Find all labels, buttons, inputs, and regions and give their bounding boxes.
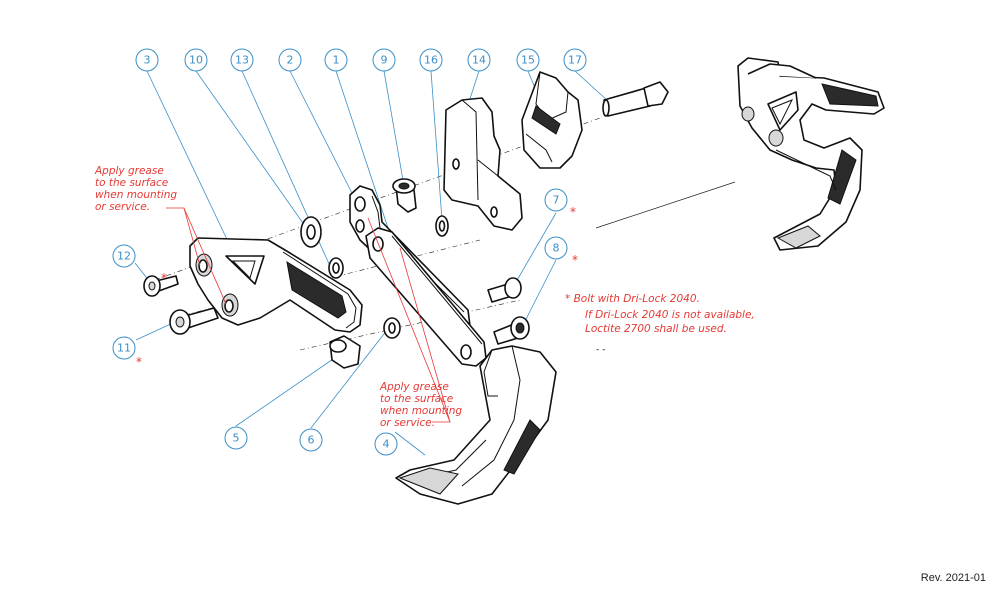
svg-text:17: 17: [568, 54, 582, 67]
svg-text:*: *: [570, 205, 576, 219]
balloon-7: 7: [544, 188, 568, 212]
svg-text:or service.: or service.: [95, 201, 150, 213]
balloon-1: 1: [324, 48, 348, 72]
svg-text:16: 16: [424, 54, 438, 67]
part-6-washer: [383, 317, 401, 339]
svg-text:Apply grease: Apply grease: [94, 165, 164, 177]
bolt-note: * Bolt with Dri-Lock 2040. If Dri-Lock 2…: [565, 293, 755, 335]
balloon-9: 9: [372, 48, 396, 72]
svg-text:7: 7: [553, 194, 560, 207]
grease-note-leaders: [166, 207, 451, 423]
balloon-10: 10: [184, 48, 208, 72]
balloon-6: 6: [299, 428, 323, 452]
part-5-sleeve: [329, 335, 361, 369]
balloon-8: 8: [544, 236, 568, 260]
balloon-12: 12: [112, 244, 136, 268]
svg-text:5: 5: [233, 432, 240, 445]
svg-text:*: *: [161, 271, 167, 285]
assembled-view: [737, 57, 885, 251]
svg-text:9: 9: [381, 54, 388, 67]
part-12-screw: [143, 275, 179, 297]
balloon-3: 3: [135, 48, 159, 72]
part-16-washer: [435, 215, 449, 237]
part-7-pin: [487, 277, 522, 303]
svg-text:when mounting: when mounting: [380, 405, 462, 417]
part-13-washer: [328, 257, 344, 279]
balloon-2: 2: [278, 48, 302, 72]
svg-text:when mounting: when mounting: [95, 189, 177, 201]
part-9-bushing: [392, 178, 417, 213]
part-8-pin: [493, 316, 530, 345]
balloon-5: 5: [224, 426, 248, 450]
svg-text:to the surface: to the surface: [380, 393, 453, 405]
svg-text:2: 2: [287, 54, 294, 67]
reference-line: [595, 181, 736, 229]
part-3-bracket: [189, 237, 363, 333]
balloon-11: 11: [112, 336, 136, 360]
balloon-4: 4: [374, 432, 398, 456]
balloon-16: 16: [419, 48, 443, 72]
balloon-13: 13: [230, 48, 254, 72]
grease-note-top: Apply grease to the surface when mountin…: [94, 165, 177, 213]
svg-text:1: 1: [333, 54, 340, 67]
balloons: 3 10 13 2 1 9 16 14 15 17 7 8 12 11 5 6 …: [112, 48, 587, 456]
part-14-block: [443, 97, 523, 231]
svg-text:or service.: or service.: [380, 417, 435, 429]
svg-text:11: 11: [117, 342, 131, 355]
svg-text:15: 15: [521, 54, 535, 67]
svg-text:Loctite 2700 shall be used.: Loctite 2700 shall be used.: [585, 323, 727, 335]
svg-text:*: *: [572, 253, 578, 267]
svg-text:13: 13: [235, 54, 249, 67]
part-4-foot: [395, 345, 557, 505]
part-10-washer: [300, 216, 322, 248]
svg-text:6: 6: [308, 434, 315, 447]
svg-text:If Dri-Lock 2040 is not availa: If Dri-Lock 2040 is not available,: [585, 309, 755, 321]
small-dash-mark: - -: [596, 345, 605, 355]
svg-text:8: 8: [553, 242, 560, 255]
svg-text:14: 14: [472, 54, 486, 67]
svg-text:*: *: [136, 355, 142, 369]
svg-text:4: 4: [383, 438, 390, 451]
part-11-screw: [169, 307, 219, 335]
svg-text:* Bolt with Dri-Lock 2040.: * Bolt with Dri-Lock 2040.: [565, 293, 700, 305]
part-17-bolt: [602, 81, 669, 117]
revision-label: Rev. 2021-01: [920, 572, 986, 584]
balloon-14: 14: [467, 48, 491, 72]
balloon-15: 15: [516, 48, 540, 72]
balloon-17: 17: [563, 48, 587, 72]
grease-note-bottom: Apply grease to the surface when mountin…: [379, 381, 462, 429]
svg-text:to the surface: to the surface: [95, 177, 168, 189]
part-15-clamp: [521, 71, 583, 169]
asterisk-marks: * * * *: [136, 205, 578, 369]
svg-text:Apply grease: Apply grease: [379, 381, 449, 393]
leader-lines: [134, 70, 609, 456]
svg-text:3: 3: [144, 54, 151, 67]
svg-text:10: 10: [189, 54, 203, 67]
svg-text:12: 12: [117, 250, 131, 263]
part-1-rod: [365, 227, 487, 367]
